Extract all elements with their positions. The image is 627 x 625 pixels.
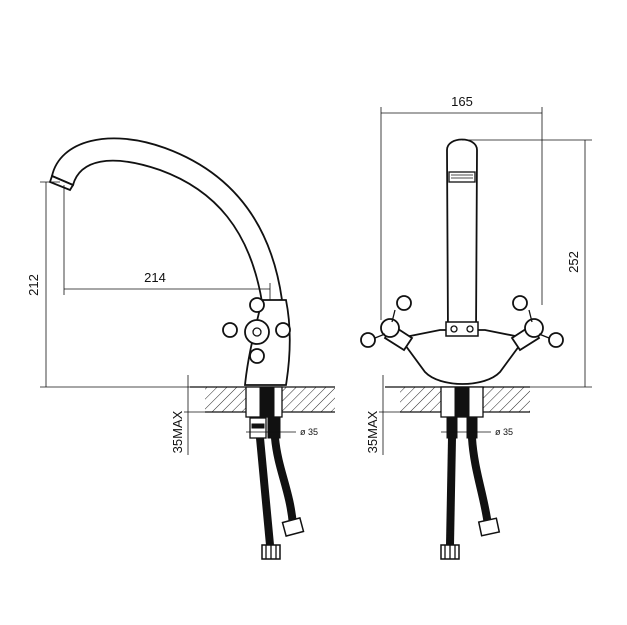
hole-label-front: ø 35 [495, 427, 513, 437]
height-label-front: 252 [566, 251, 581, 273]
width-label-front: 165 [451, 94, 473, 109]
cross-handle-side [222, 297, 291, 364]
mount-label-side: 35MAX [170, 410, 185, 453]
reach-label: 214 [144, 270, 166, 285]
faucet-base-front [398, 329, 527, 385]
hole-label-side: ø 35 [300, 427, 318, 437]
reach-dimension: 214 [63, 185, 271, 300]
height-dimension-front: 252 [462, 139, 592, 388]
mount-dimension-side: 35MAX [170, 375, 205, 455]
height-label-side: 212 [26, 274, 41, 296]
hoses-side [256, 437, 305, 560]
spout-outline [50, 137, 284, 303]
height-dimension-side: 212 [26, 181, 190, 388]
shank-front [440, 386, 484, 439]
hole-dimension-side: ø 35 [246, 427, 318, 437]
hoses-front [440, 437, 501, 560]
shank-side [245, 386, 283, 439]
cross-handle-left [360, 295, 414, 352]
spout-tip [48, 174, 75, 192]
cross-handle-right [510, 295, 564, 352]
mount-dimension-front: 35MAX [365, 375, 400, 455]
spout-column-front [446, 138, 478, 336]
mount-label-front: 35MAX [365, 410, 380, 453]
front-view: 165 252 35MAX ø 35 [360, 94, 592, 560]
side-view: 212 214 35MAX ø 35 [26, 137, 335, 560]
hole-dimension-front: ø 35 [441, 427, 513, 437]
